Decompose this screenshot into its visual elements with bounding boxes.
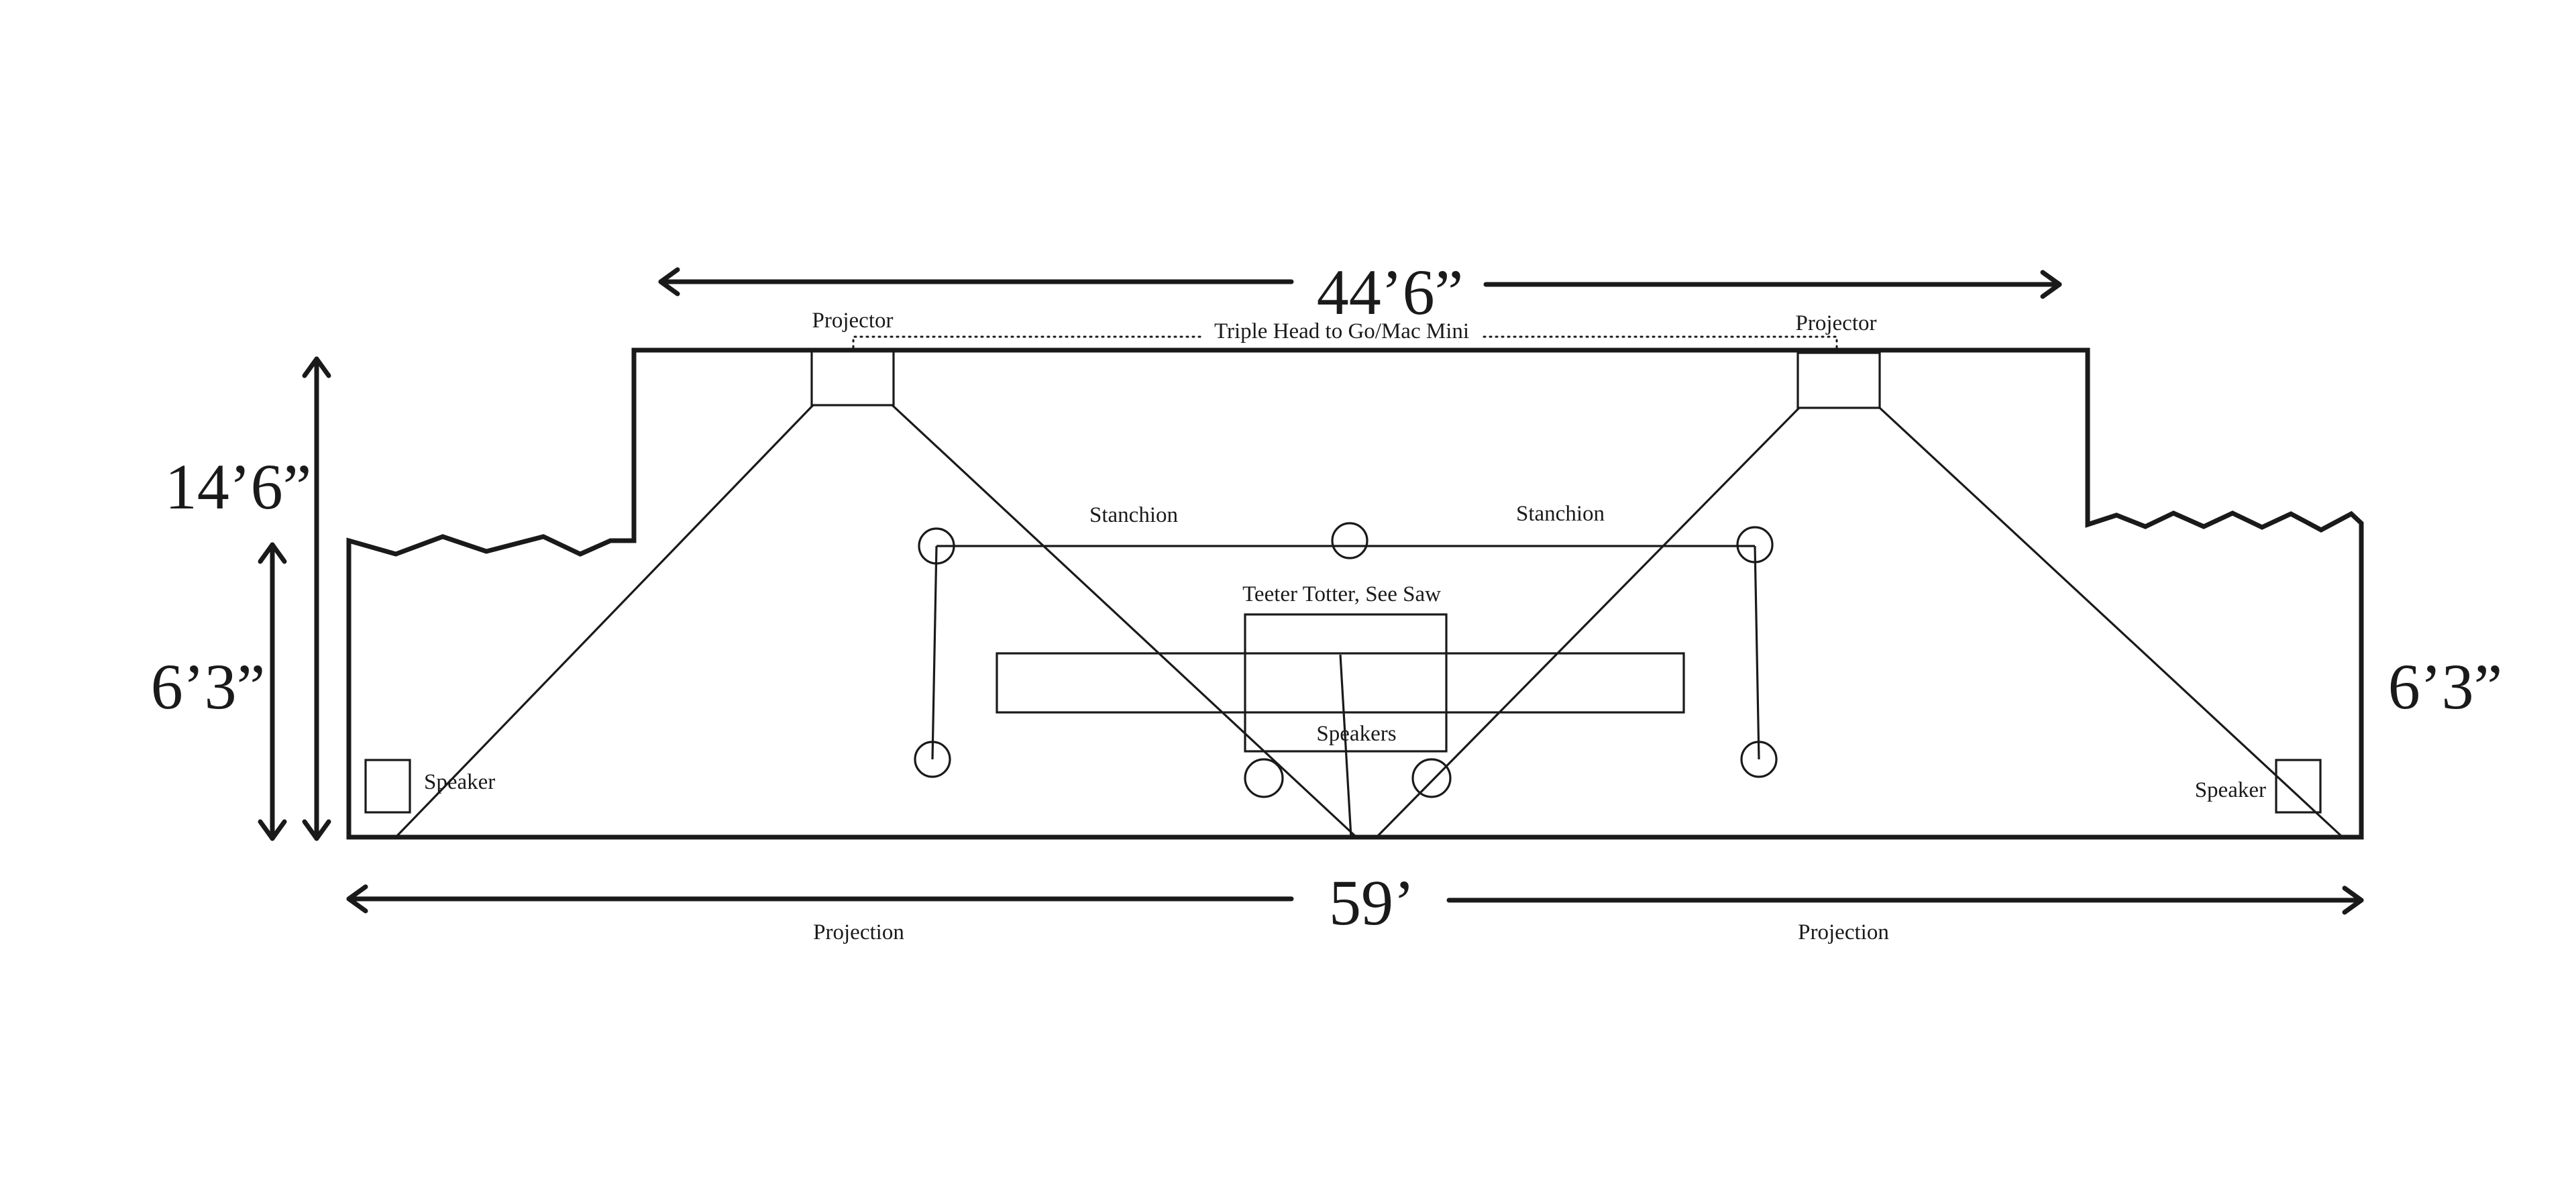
projection-right-label: Projection xyxy=(1798,920,1889,944)
stanchion-post-top-right xyxy=(1736,526,1774,563)
stanchion-left-label: Stanchion xyxy=(1089,503,1178,527)
projection-beam-right-inner xyxy=(1375,407,1801,838)
stanchion-post-top-left xyxy=(918,527,955,565)
teeter-totter-label: Teeter Totter, See Saw xyxy=(1242,582,1441,606)
projection-beam-right-outer xyxy=(1878,407,2344,838)
bottom-width-label: 59’ xyxy=(1329,867,1415,938)
speaker-circle-right xyxy=(1411,758,1452,798)
projector-right-label: Projector xyxy=(1796,311,1877,335)
speaker-left-box xyxy=(364,759,411,814)
projection-beam-left-inner xyxy=(891,404,1358,838)
stanchion-rope-left xyxy=(931,545,938,760)
top-width-label: 44’6” xyxy=(1317,256,1464,328)
top-width-arrow xyxy=(658,267,2062,299)
speakers-label: Speakers xyxy=(1316,722,1396,746)
right-low-height-label: 6’3” xyxy=(2388,651,2503,722)
stanchion-right-label: Stanchion xyxy=(1516,502,1605,526)
triple-head-dotted-line xyxy=(852,335,1203,349)
speaker-circle-left xyxy=(1244,758,1284,798)
stanchion-post-top-center xyxy=(1331,522,1368,559)
projector-left-box xyxy=(810,349,895,407)
speaker-right-label: Speaker xyxy=(2195,778,2266,802)
see-saw-plank xyxy=(996,652,1685,714)
left-low-height-label: 6’3” xyxy=(151,651,266,722)
bottom-width-arrow xyxy=(346,884,2364,915)
tall-height-label: 14’6” xyxy=(165,451,312,523)
see-saw-pivot-line xyxy=(1339,654,1352,838)
triple-head-dotted-line-right xyxy=(1483,335,1838,349)
projection-left-label: Projection xyxy=(813,920,904,944)
projector-left-label: Projector xyxy=(812,309,894,333)
room-outline xyxy=(346,347,2364,840)
stanchion-post-bottom-left xyxy=(914,741,951,778)
stanchion-rope-right xyxy=(1754,545,1760,760)
projection-beam-left-outer xyxy=(394,404,814,838)
triple-head-label: Triple Head to Go/Mac Mini xyxy=(1214,319,1469,343)
stanchion-post-bottom-right xyxy=(1740,741,1778,778)
projector-right-box xyxy=(1796,351,1881,409)
speaker-right-box xyxy=(2275,759,2322,814)
tall-height-arrow xyxy=(302,356,331,841)
speaker-left-label: Speaker xyxy=(424,770,495,794)
low-height-arrow xyxy=(258,542,287,841)
